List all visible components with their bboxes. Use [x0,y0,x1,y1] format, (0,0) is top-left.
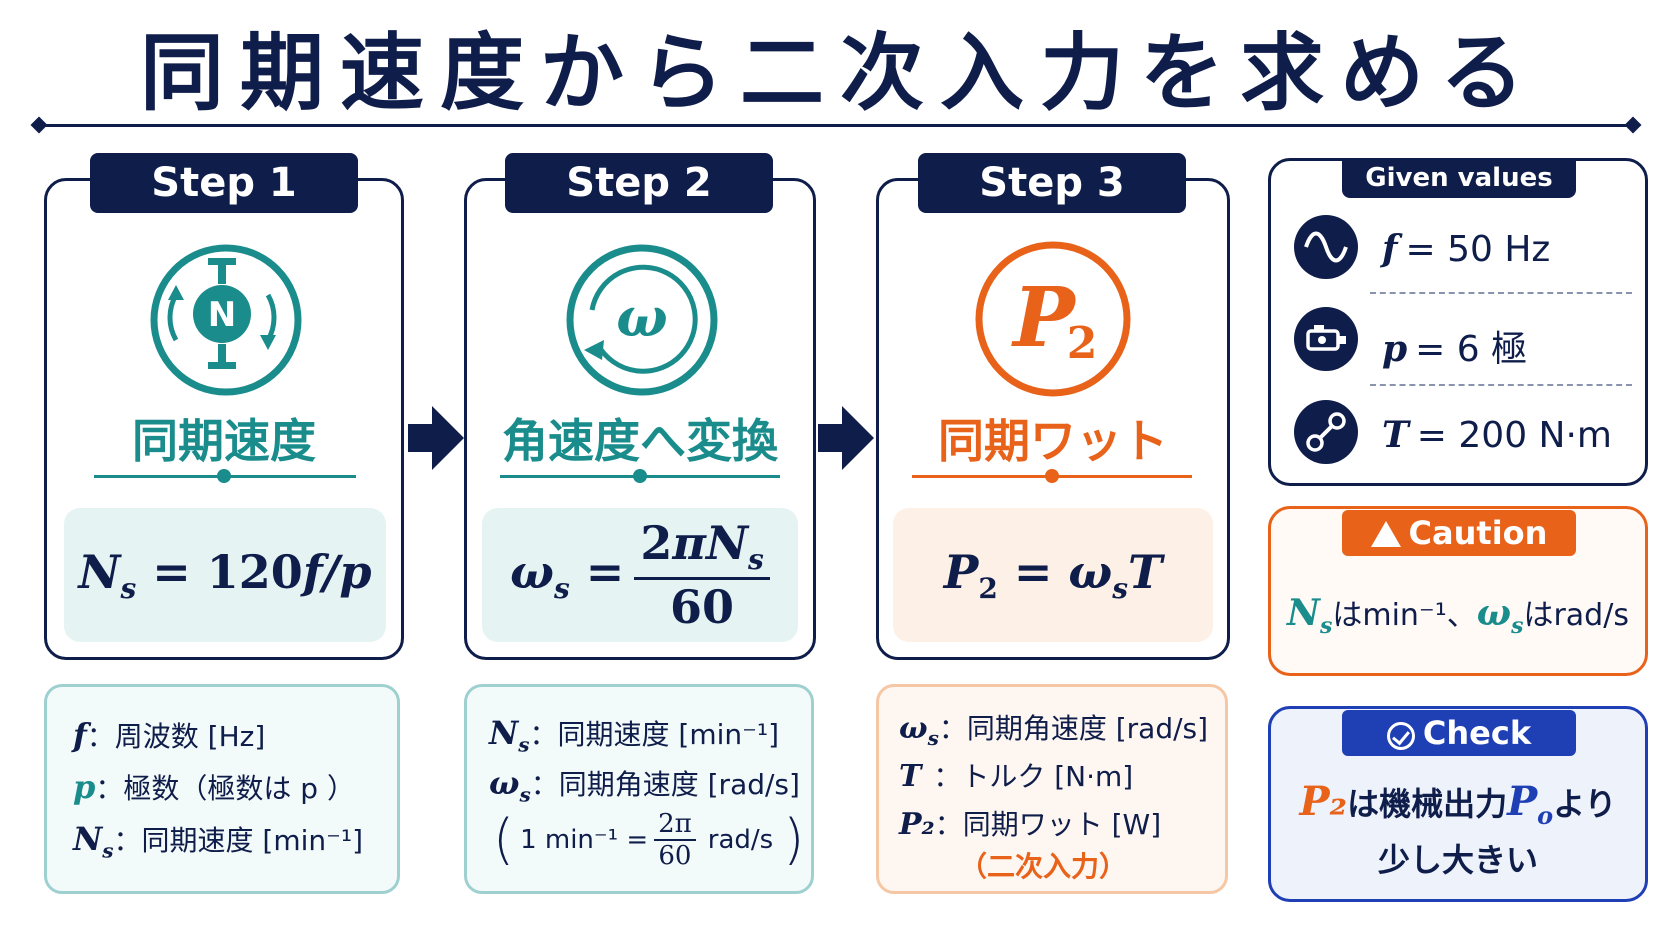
legend-row: ωs：同期角速度 [rad/s] [489,764,800,807]
legend-extra: （二次入力） [959,850,1128,883]
arrow-right-icon [408,406,464,470]
legend-row: f：周波数 [Hz] [73,716,266,754]
title-divider [38,124,1634,127]
legend-row: p：極数（極数は p ） [73,768,355,806]
given-f: f= 50 Hz [1382,228,1551,270]
check-tab: Check [1342,710,1576,756]
given-T: T= 200 N·m [1382,414,1613,456]
step1-formula: Ns = 120f/p [64,508,386,642]
legend-row: Ns：同期速度 [min⁻¹] [489,714,780,757]
page-title: 同期速度から二次入力を求める [140,24,1541,122]
p2-icon: P 2 [975,241,1131,397]
legend-row: T：トルク [N·m] [899,759,1134,794]
given-divider [1370,384,1632,386]
step1-tab: Step 1 [90,153,358,213]
legend-row: Ns：同期速度 [min⁻¹] [73,820,364,863]
step2-tab: Step 2 [505,153,773,213]
step1-underline-dot [217,469,231,483]
step1-subtitle: 同期速度 [132,414,316,468]
step2-subtitle: 角速度へ変換 [502,414,778,468]
step1-legend: f：周波数 [Hz] p：極数（極数は p ） Ns：同期速度 [min⁻¹] [44,684,400,894]
sine-wave-icon [1294,215,1358,279]
divider-end-right [1624,116,1642,134]
warning-icon [1370,521,1401,547]
motor-pole-icon [1294,307,1358,371]
given-divider [1370,292,1632,294]
motor-icon: N [150,244,302,396]
caution-tab: Caution [1342,510,1576,556]
svg-text:P: P [1011,270,1077,366]
legend-row: ωs：同期角速度 [rad/s] [899,711,1209,750]
step3-legend: ωs：同期角速度 [rad/s] T：トルク [N·m] P₂：同期ワット [W… [876,684,1228,894]
given-p: p= 6 極 [1382,328,1528,370]
step3-subtitle: 同期ワット [938,414,1168,468]
svg-text:N: N [208,295,236,335]
omega-icon: ω [566,244,718,396]
step2-legend: Ns：同期速度 [min⁻¹] ωs：同期角速度 [rad/s] ( 1 min… [464,684,814,894]
step3-formula: P2 = ωsT [893,508,1213,642]
given-values-tab: Given values [1342,158,1576,198]
caution-text: Nsはmin⁻¹、ωsはrad/s [1287,592,1629,640]
svg-text:ω: ω [616,285,667,349]
conversion-note: ( 1 min⁻¹ = 2π 60 rad/s ) [493,808,805,871]
torque-link-icon [1294,400,1358,464]
svg-text:2: 2 [1067,318,1098,369]
step2-underline-dot [633,469,647,483]
step3-underline-dot [1045,469,1059,483]
check-text-line1: P₂は機械出力Poより [1299,778,1617,830]
step2-formula: ωs = 2πNs 60 [482,508,798,642]
step3-tab: Step 3 [918,153,1186,213]
check-circle-icon [1386,722,1415,750]
arrow-right-icon [818,406,874,470]
divider-end-left [30,116,48,134]
legend-row: P₂：同期ワット [W] [899,807,1162,842]
check-text-line2: 少し大きい [1377,841,1538,879]
